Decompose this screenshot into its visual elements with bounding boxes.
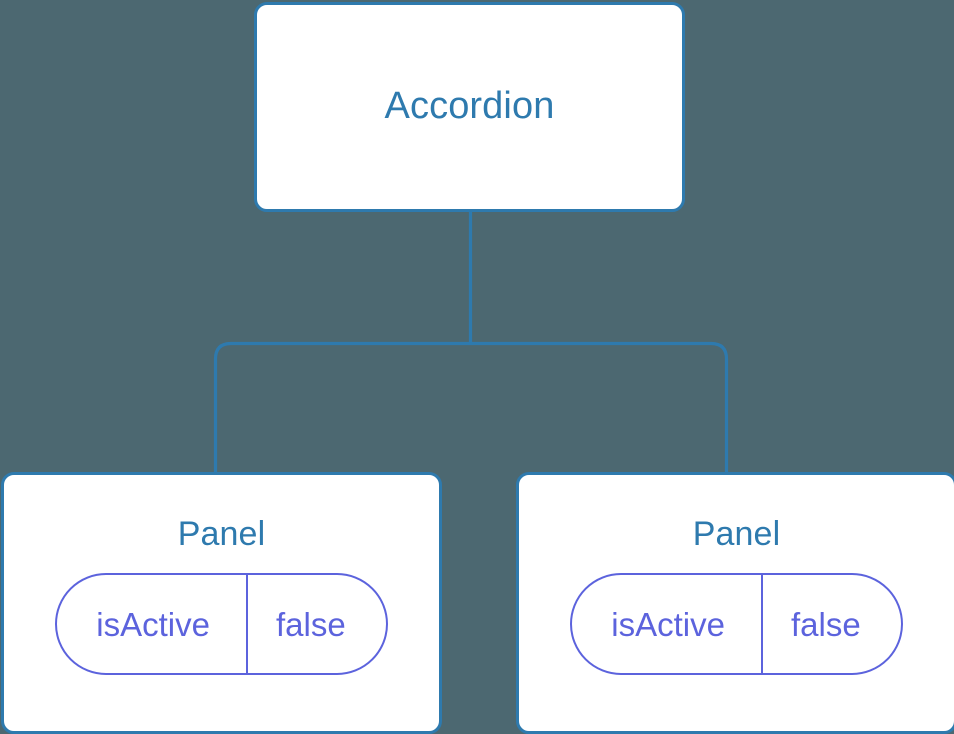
prop-key-isactive-left: isActive	[96, 605, 210, 643]
node-panel-left-label: Panel	[177, 515, 266, 553]
node-accordion[interactable]: Accordion	[254, 2, 685, 212]
prop-pill-right[interactable]: isActive false	[570, 573, 903, 676]
prop-value-isactive-left: false	[245, 575, 386, 674]
edge-to-panel-left	[213, 341, 471, 474]
node-accordion-label: Accordion	[384, 85, 555, 128]
node-panel-right[interactable]: Panel isActive false	[516, 472, 954, 734]
node-panel-left[interactable]: Panel isActive false	[1, 472, 442, 734]
edge-to-panel-right	[470, 341, 729, 474]
node-panel-right-label: Panel	[692, 515, 781, 553]
prop-key-isactive-right: isActive	[611, 605, 725, 643]
prop-pill-left[interactable]: isActive false	[55, 573, 388, 676]
prop-value-isactive-right: false	[760, 575, 901, 674]
